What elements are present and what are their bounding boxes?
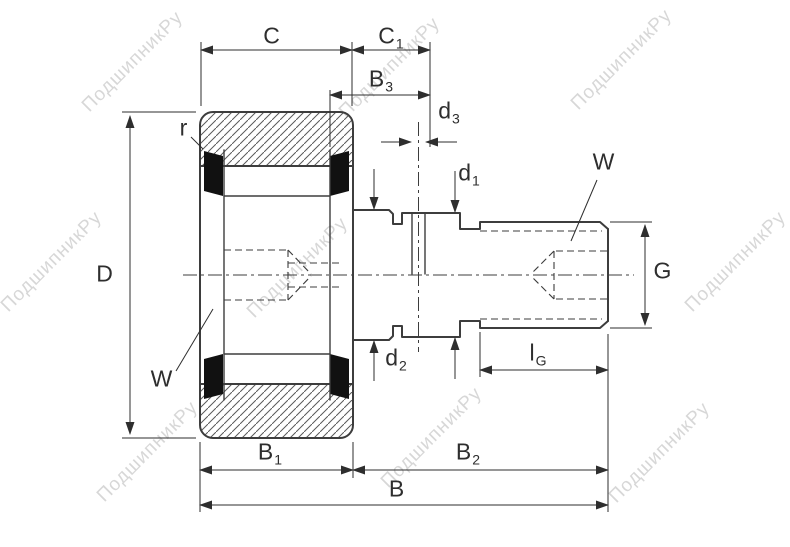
label-W-thread: W (592, 148, 615, 175)
dim-B1-B2-B (199, 442, 609, 512)
roller-section-hatching (200, 112, 353, 438)
dim-r-leader (190, 136, 204, 150)
lubrication-hole (411, 122, 426, 352)
label-d1: d1 (458, 159, 480, 189)
label-C1: C1 (378, 22, 404, 52)
dim-D (122, 111, 196, 439)
label-r: r (179, 114, 188, 141)
label-d2: d2 (385, 344, 407, 374)
label-B: B (388, 475, 405, 502)
label-d3: d3 (438, 97, 460, 127)
stud-profile (352, 209, 609, 341)
dim-C (200, 42, 353, 106)
label-C: C (263, 22, 280, 49)
label-B3: B3 (368, 65, 394, 95)
label-W-flange: W (150, 365, 173, 392)
label-G: G (653, 257, 672, 284)
label-lG: lG (529, 339, 547, 369)
dim-B3 (329, 90, 431, 147)
label-D: D (96, 260, 113, 287)
dim-W-leaders (175, 179, 598, 372)
dim-G (610, 221, 652, 329)
stud-flange (223, 149, 331, 401)
dim-lG (479, 332, 609, 512)
seal-rings (204, 151, 349, 399)
label-B1: B1 (257, 438, 283, 468)
label-B2: B2 (455, 438, 481, 468)
